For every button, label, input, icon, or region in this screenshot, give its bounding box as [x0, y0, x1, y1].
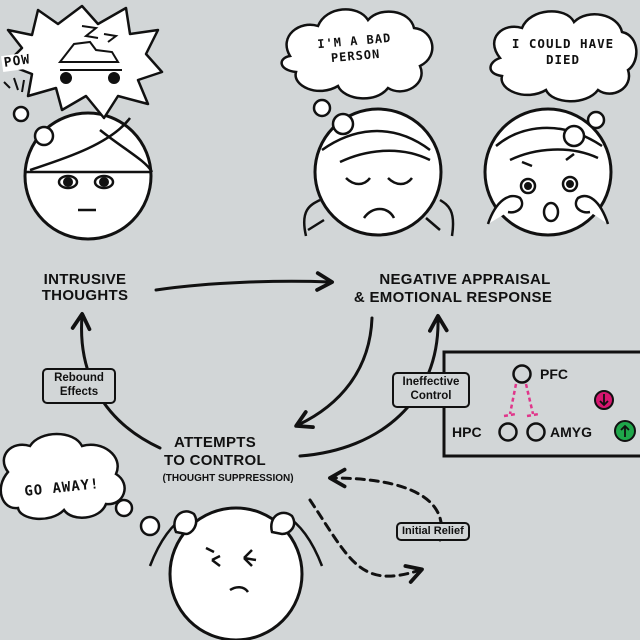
node-attempts-line1: ATTEMPTS [173, 434, 257, 451]
arrow-relief-dashed [308, 498, 424, 584]
pfc-node [512, 364, 532, 384]
inhibit-line-hpc [503, 383, 518, 418]
node-appraisal-line2: & EMOTIONAL RESPONSE [353, 289, 553, 306]
intrusive-face [23, 111, 154, 241]
cloud-bubble-2 [280, 8, 434, 100]
cloud-bubble-4 [0, 432, 126, 520]
node-attempts-line2: TO CONTROL [164, 452, 266, 469]
thought-bubble-dots-1 [12, 105, 55, 147]
hands-on-head [173, 510, 296, 536]
node-intrusive-thoughts: INTRUSIVE THOUGHTS [41, 271, 129, 305]
burst-lines [3, 77, 25, 93]
node-attempts-sub: (THOUGHT SUPPRESSION) [162, 473, 294, 484]
bubble-text-could-have-died: I COULD HAVE DIED [511, 36, 615, 67]
thought-bubble-dots-3 [562, 110, 606, 148]
brain-schematic-box [442, 350, 640, 458]
crash-cars [57, 25, 122, 84]
arrow-intrusive-to-appraisal [154, 271, 334, 292]
inhibit-line-amyg [524, 383, 540, 418]
arrow-appraisal-to-attempts [294, 316, 374, 430]
label-pfc: PFC [540, 366, 568, 382]
hpc-node [498, 422, 518, 442]
edge-label-rebound-effects: Rebound Effects [42, 368, 116, 404]
label-hpc: HPC [452, 424, 482, 440]
label-amyg: AMYG [550, 424, 592, 440]
node-appraisal-line1: NEGATIVE APPRAISAL [379, 271, 551, 288]
amyg-node [526, 422, 546, 442]
appraisal-face [303, 107, 455, 237]
cloud-bubble-3 [489, 10, 638, 103]
thought-bubble-dots-2 [312, 98, 355, 136]
thought-bubble-dots-4 [114, 498, 161, 537]
arrow-attempts-to-appraisal [298, 314, 449, 458]
edge-label-ineffective-control: Ineffective Control [392, 372, 470, 408]
edge-label-initial-relief: Initial Relief [396, 522, 470, 542]
